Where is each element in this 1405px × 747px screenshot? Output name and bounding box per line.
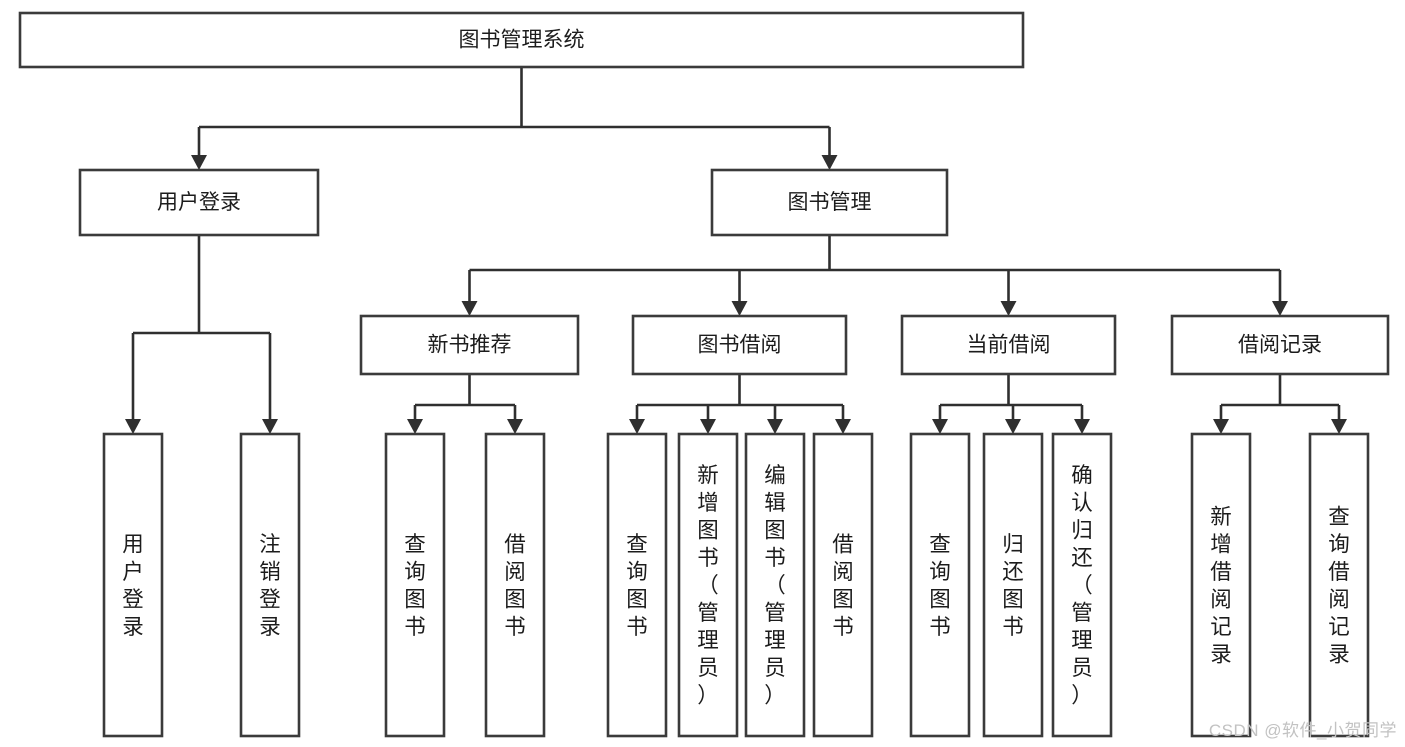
node-leaf-query-record[interactable]: 查询借阅记录 [1308,432,1370,738]
arrow-book-borrow-to-leaf-add-book-head [700,419,716,434]
node-label-user-login: 用户登录 [157,191,241,214]
node-box-leaf-logout [239,432,301,738]
node-label-new-book-rec: 新书推荐 [428,334,512,357]
node-label-leaf-user-login: 用户登录 [122,532,144,639]
node-box-leaf-query-book-rec [384,432,446,738]
node-label-leaf-query-book-borrow: 查询图书 [626,532,648,639]
node-label-leaf-query-book-cur: 查询图书 [929,532,951,639]
node-leaf-edit-book[interactable]: 编辑图书（管理员） [744,432,806,738]
arrow-bookmanage-to-borrow-record-head [1272,301,1288,316]
node-label-book-manage: 图书管理 [788,191,872,214]
node-box-leaf-edit-book [744,432,806,738]
arrow-bookmanage-to-current-borrow-head [1000,301,1017,316]
node-label-leaf-confirm-return: 确认归还（管理员） [1071,464,1093,708]
node-box-book-manage [710,168,949,237]
arrow-borrow-record-to-leaf-add-record-head [1213,419,1229,434]
node-label-leaf-return-book: 归还图书 [1002,532,1024,639]
node-label-leaf-borrow-book-rec: 借阅图书 [504,532,526,639]
node-box-user-login [78,168,320,237]
node-leaf-borrow-book[interactable]: 借阅图书 [812,432,874,738]
node-leaf-query-book-borrow[interactable]: 查询图书 [606,432,668,738]
node-label-root: 图书管理系统 [459,29,585,52]
node-box-leaf-query-record [1308,432,1370,738]
node-leaf-add-book[interactable]: 新增图书（管理员） [677,432,739,738]
csdn-watermark: CSDN @软件_小贺同学 [1208,721,1397,740]
arrow-root-to-user-login-head [191,155,207,170]
node-label-leaf-add-record: 新增借阅记录 [1210,505,1232,667]
node-leaf-query-book-rec[interactable]: 查询图书 [384,432,446,738]
node-box-book-borrow [631,314,848,376]
node-label-leaf-edit-book: 编辑图书（管理员） [764,464,786,708]
node-box-borrow-record [1170,314,1390,376]
node-label-borrow-record: 借阅记录 [1238,334,1322,357]
arrow-bookmanage-to-new-book-rec-head [461,301,478,316]
node-label-leaf-query-book-rec: 查询图书 [404,532,426,639]
node-borrow-record[interactable]: 借阅记录 [1170,314,1390,376]
node-label-current-borrow: 当前借阅 [967,334,1051,357]
node-user-login[interactable]: 用户登录 [78,168,320,237]
arrow-user-login-to-leaf-user-login-head [125,419,141,434]
node-box-root [18,11,1025,69]
node-box-leaf-borrow-book-rec [484,432,546,738]
node-layer: 图书管理系统用户登录图书管理新书推荐图书借阅当前借阅借阅记录用户登录注销登录查询… [18,11,1390,738]
arrow-new-book-rec-to-leaf-borrow-book-rec-head [507,419,523,434]
node-leaf-user-login[interactable]: 用户登录 [102,432,164,738]
node-leaf-borrow-book-rec[interactable]: 借阅图书 [484,432,546,738]
node-box-leaf-borrow-book [812,432,874,738]
node-label-book-borrow: 图书借阅 [698,334,782,357]
node-current-borrow[interactable]: 当前借阅 [900,314,1117,376]
node-root[interactable]: 图书管理系统 [18,11,1025,69]
arrow-book-borrow-to-leaf-borrow-book-head [835,419,851,434]
arrow-bookmanage-to-book-borrow-head [731,301,748,316]
node-box-current-borrow [900,314,1117,376]
arrow-borrow-record-to-leaf-query-record-head [1331,419,1347,434]
arrow-current-borrow-to-leaf-return-book-head [1005,419,1021,434]
node-label-leaf-borrow-book: 借阅图书 [832,532,854,639]
arrow-root-to-book-manage-head [821,155,838,170]
node-leaf-query-book-cur[interactable]: 查询图书 [909,432,971,738]
node-leaf-confirm-return[interactable]: 确认归还（管理员） [1051,432,1113,738]
arrow-new-book-rec-to-leaf-query-book-rec-head [407,419,423,434]
arrow-book-borrow-to-leaf-query-book-borrow-head [629,419,645,434]
node-box-leaf-user-login [102,432,164,738]
node-label-leaf-logout: 注销登录 [259,532,281,639]
arrow-user-login-to-leaf-logout-head [262,419,278,434]
node-box-leaf-add-record [1190,432,1252,738]
node-book-manage[interactable]: 图书管理 [710,168,949,237]
node-label-leaf-add-book: 新增图书（管理员） [697,464,719,708]
node-new-book-rec[interactable]: 新书推荐 [359,314,580,376]
connector-layer [125,67,1347,434]
arrow-current-borrow-to-leaf-confirm-return-head [1074,419,1090,434]
node-box-leaf-query-book-cur [909,432,971,738]
node-box-leaf-return-book [982,432,1044,738]
node-book-borrow[interactable]: 图书借阅 [631,314,848,376]
arrow-book-borrow-to-leaf-edit-book-head [767,419,783,434]
node-label-leaf-query-record: 查询借阅记录 [1328,505,1350,667]
node-leaf-logout[interactable]: 注销登录 [239,432,301,738]
node-box-leaf-query-book-borrow [606,432,668,738]
node-leaf-return-book[interactable]: 归还图书 [982,432,1044,738]
arrow-current-borrow-to-leaf-query-book-cur-head [932,419,948,434]
node-box-leaf-confirm-return [1051,432,1113,738]
node-box-new-book-rec [359,314,580,376]
node-leaf-add-record[interactable]: 新增借阅记录 [1190,432,1252,738]
node-box-leaf-add-book [677,432,739,738]
